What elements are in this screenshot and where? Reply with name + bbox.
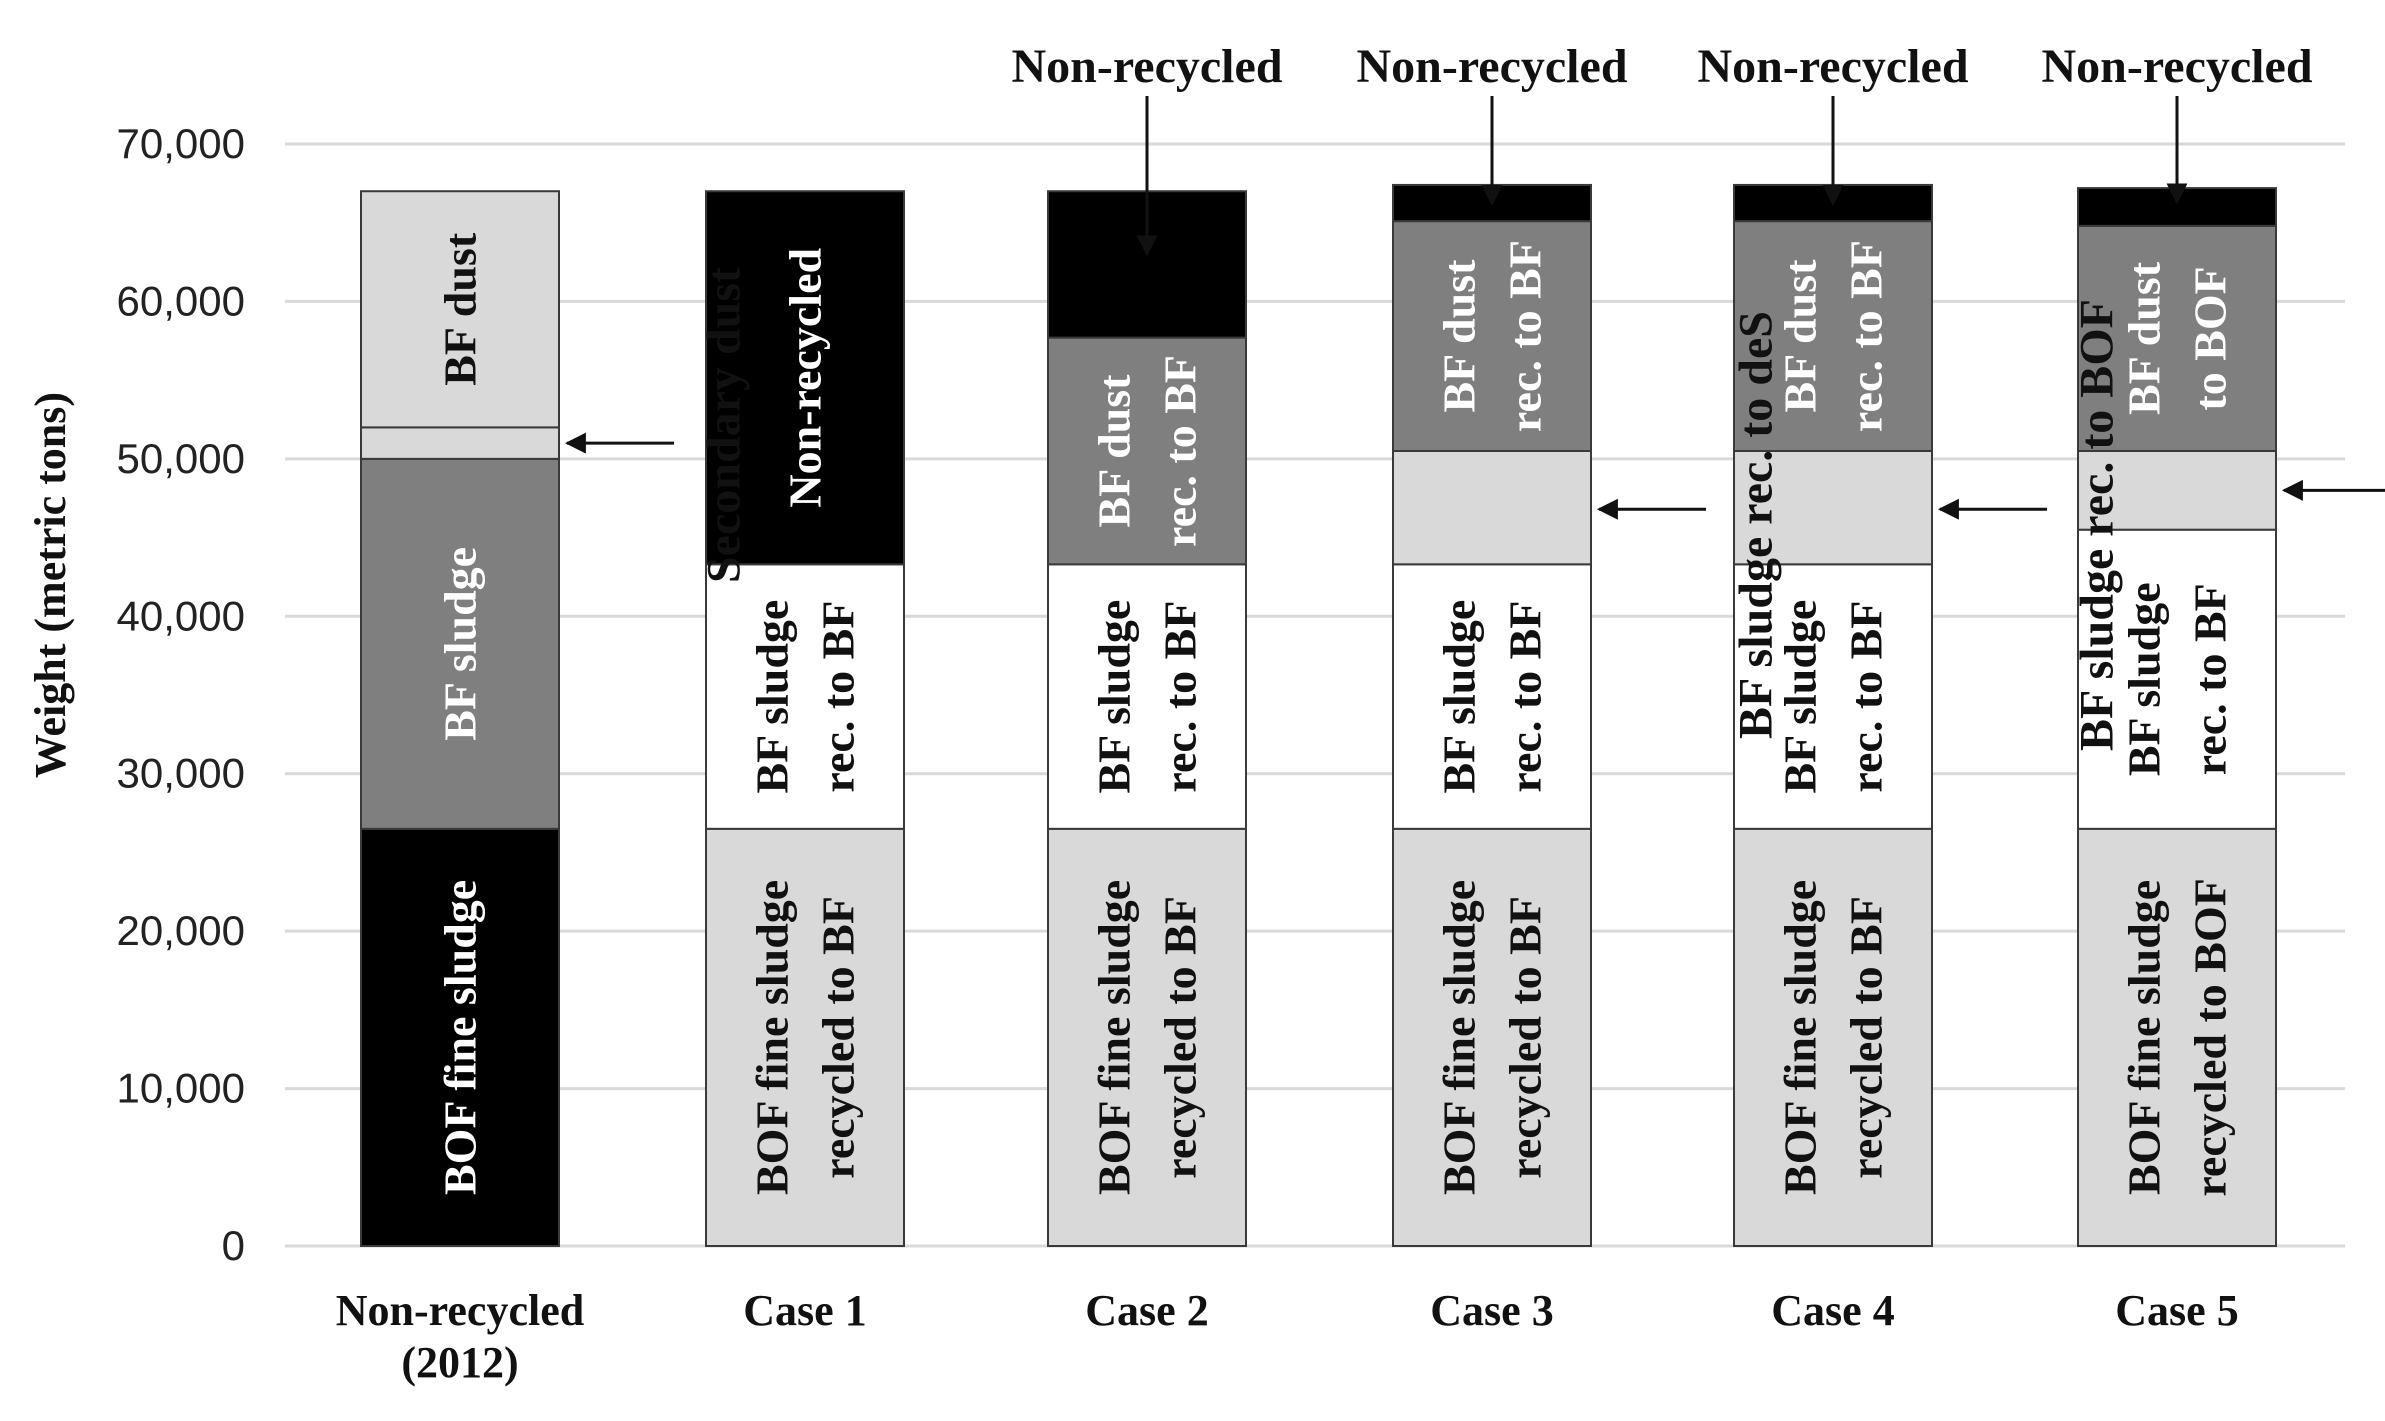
segment-label: rec. to BF [2185, 583, 2236, 775]
bar-segment [705, 563, 905, 830]
segment-label: BOF fine sludge [747, 880, 798, 1195]
y-tick-label: 20,000 [117, 907, 245, 954]
bar-segment [2077, 449, 2277, 531]
segment-label: BF dust [1775, 259, 1826, 413]
category-label: Case 5 [2115, 1286, 2238, 1335]
y-axis-ticks: 0 10,000 20,000 30,000 40,000 50,000 60,000 70,… [117, 120, 245, 1269]
segment-label: recycled to BOF [2185, 878, 2236, 1197]
y-tick-label: 10,000 [117, 1065, 245, 1112]
bar-segment [360, 827, 560, 1247]
segment-label: recycled to BF [1841, 896, 1892, 1179]
bar-stack: BOF fine sludge recycled to BF BF sludge re… [1392, 183, 1592, 1247]
bar-segment [360, 426, 560, 460]
bar-segment [1392, 827, 1592, 1247]
annotation-label: Non-recycled [2041, 40, 2312, 93]
bar-segment [360, 190, 560, 429]
bar-segment [1047, 336, 1247, 566]
segment-label: BF sludge [1089, 600, 1140, 794]
annotation-label: Non-recycled [1697, 40, 1968, 93]
bar-segment [1047, 563, 1247, 830]
bar-segment [2077, 224, 2277, 452]
bar-stack: BOF fine sludge recycled to BF BF sludge re… [705, 190, 905, 1247]
annotation-label: BF sludge rec. to BOF [2071, 299, 2124, 751]
category-label: Case 2 [1085, 1286, 1208, 1335]
segment-label: recycled to BF [813, 896, 864, 1179]
y-tick-label: 40,000 [117, 592, 245, 639]
segment-label: rec. to BF [1500, 240, 1551, 432]
segment-label: BF sludge [747, 600, 798, 794]
annotation-label: BF sludge rec. to deS [1730, 311, 1783, 739]
segment-label: rec. to BF [1155, 355, 1206, 547]
category-label: Case 1 [743, 1286, 866, 1335]
segment-label: BOF fine sludge [2119, 880, 2170, 1195]
category-labels: Non-recycled(2012) Case 1 Case 2 Case 3 Case… [336, 1286, 2239, 1387]
segment-label: BF dust [1434, 259, 1485, 413]
bar-segment [1733, 827, 1933, 1247]
annotation-label: Non-recycled [1356, 40, 1627, 93]
y-tick-label: 70,000 [117, 120, 245, 167]
bar-segment [1392, 563, 1592, 830]
category-label: Non-recycled [336, 1286, 584, 1335]
annotation-label: Secondary dust [698, 267, 751, 583]
segment-label: BF dust [2119, 261, 2170, 415]
segment-label: BF sludge [1775, 600, 1826, 794]
segment-label: BF sludge [435, 547, 486, 741]
segment-label: BF dust [435, 232, 486, 386]
segment-label: rec. to BF [1841, 240, 1892, 432]
segment-label: rec. to BF [1841, 601, 1892, 793]
bar-stack: BOF fine sludge recycled to BF BF sludge re… [1047, 190, 1247, 1247]
segment-label: Non-recycled [780, 248, 831, 508]
bar-segment [1733, 220, 1933, 452]
bar-stack: BOF fine sludge recycled to BOF BF sludge r… [2077, 187, 2277, 1247]
y-tick-label: 30,000 [117, 750, 245, 797]
segment-label: to BOF [2185, 266, 2236, 410]
y-tick-label: 60,000 [117, 277, 245, 324]
bar-segment [705, 827, 905, 1247]
segment-label: BF sludge [1434, 600, 1485, 794]
segment-label: BOF fine sludge [1775, 880, 1826, 1195]
category-label: (2012) [401, 1338, 518, 1387]
segment-label: BF dust [1089, 374, 1140, 528]
bar-segment [1392, 220, 1592, 452]
bar-stack: BOF fine sludge recycled to BF BF sludge re… [1733, 183, 1933, 1247]
category-label: Case 4 [1771, 1286, 1894, 1335]
segment-label: BF sludge [2119, 582, 2170, 776]
y-tick-label: 50,000 [117, 435, 245, 482]
segment-label: rec. to BF [1155, 601, 1206, 793]
segment-label: recycled to BF [1155, 896, 1206, 1179]
segment-label: BOF fine sludge [1434, 880, 1485, 1195]
y-tick-label: 0 [222, 1222, 245, 1269]
bar-segment [1047, 827, 1247, 1247]
bar-segment [360, 457, 560, 830]
annotation-label: Non-recycled [1011, 40, 1282, 93]
segment-label: BOF fine sludge [1089, 880, 1140, 1195]
category-label: Case 3 [1430, 1286, 1553, 1335]
segment-label: BOF fine sludge [435, 880, 486, 1195]
bar-segment [705, 190, 905, 566]
bar-stack: BOF fine sludge BF sludge BF dust [360, 190, 560, 1247]
bar-segment [1733, 449, 1933, 566]
bar-segment [1733, 563, 1933, 830]
y-axis-label: Weight (metric tons) [26, 392, 75, 778]
bar-segment [2077, 528, 2277, 830]
segment-label: rec. to BF [1500, 601, 1551, 793]
segment-label: recycled to BF [1500, 896, 1551, 1179]
bar-segment [1392, 449, 1592, 566]
bar-segment [2077, 827, 2277, 1247]
gridlines [285, 142, 2345, 1248]
segment-label: rec. to BF [813, 601, 864, 793]
